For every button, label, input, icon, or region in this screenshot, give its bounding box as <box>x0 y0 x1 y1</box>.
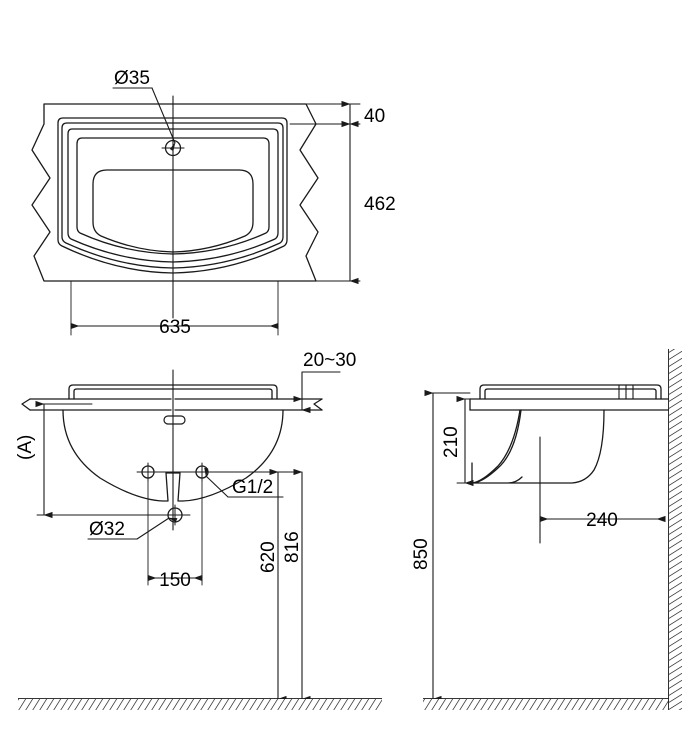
label-462: 462 <box>364 194 396 215</box>
label-635: 635 <box>159 317 191 338</box>
label-2030: 20~30 <box>303 350 356 371</box>
label-g12: G1/2 <box>232 477 273 498</box>
leader-line-g12 <box>204 467 229 498</box>
label-dia32: Ø32 <box>89 519 125 540</box>
side-bowl-wall <box>473 409 523 484</box>
overflow-slot <box>163 415 186 425</box>
label-240: 240 <box>586 510 618 531</box>
front-section-view <box>21 369 341 703</box>
label-40: 40 <box>364 106 385 127</box>
side-bowl-right <box>509 409 605 484</box>
label-816: 816 <box>282 531 303 563</box>
label-210: 210 <box>441 426 462 458</box>
side-section-view <box>424 384 670 703</box>
counter-break-right <box>313 398 323 411</box>
top-view <box>31 87 361 336</box>
side-section-labels: 210 850 240 <box>411 426 618 570</box>
label-150: 150 <box>159 570 191 591</box>
wall-hatch <box>669 349 682 710</box>
top-view-labels: Ø35 40 462 635 <box>114 68 396 338</box>
label-a: (A) <box>15 435 36 460</box>
label-620: 620 <box>258 541 279 573</box>
side-basin-rim <box>479 384 662 400</box>
counter-break-left <box>21 398 31 411</box>
floor-hatch-left <box>18 699 382 710</box>
ground-and-wall <box>18 349 682 710</box>
front-section-labels: 20~30 (A) G1/2 Ø32 150 620 816 <box>15 350 356 591</box>
label-dia35: Ø35 <box>114 68 150 89</box>
side-basin-rim-inner <box>484 388 657 400</box>
leader-elbow-2030 <box>301 371 341 379</box>
side-fixing-detail <box>618 384 634 400</box>
leader-line-dia35 <box>151 87 176 152</box>
leader-line-dia32 <box>136 517 178 540</box>
label-850: 850 <box>411 538 432 570</box>
floor-hatch-right <box>423 699 669 710</box>
